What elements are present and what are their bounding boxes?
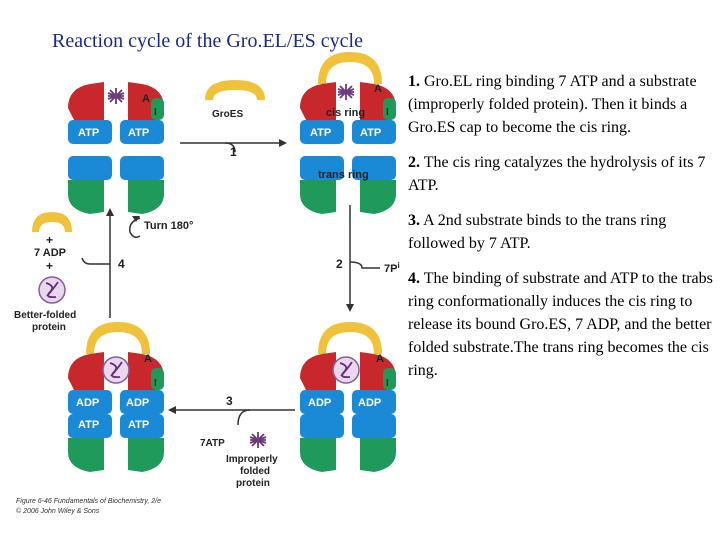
caption-line: Figure 6-46 Fundamentals of Biochemistry… bbox=[16, 498, 161, 505]
plus-sign: + bbox=[46, 233, 53, 247]
folded-protein-icon bbox=[332, 356, 360, 384]
domain-a-label: A bbox=[376, 353, 384, 365]
domain-a-label: A bbox=[142, 93, 150, 105]
released-products: + 7 ADP + Better-folded protein bbox=[14, 212, 76, 333]
step-item-4: 4. The binding of substrate and ATP to t… bbox=[408, 267, 713, 382]
domain-a-label: A bbox=[374, 83, 382, 95]
figure-caption: Figure 6-46 Fundamentals of Biochemistry… bbox=[16, 497, 161, 517]
groel-topleft: A I ATP ATP bbox=[68, 82, 164, 214]
step-number-1: 1 bbox=[230, 145, 237, 159]
improper-label: Improperly bbox=[226, 454, 278, 465]
step-number: 4. bbox=[408, 270, 420, 287]
step-item-3: 3. A 2nd substrate binds to the trans ri… bbox=[408, 209, 713, 255]
domain-i-label: I bbox=[386, 107, 389, 118]
step-text: The cis ring catalyzes the hydrolysis of… bbox=[408, 154, 706, 194]
better-folded-label: Better-folded bbox=[14, 310, 76, 321]
atp-label: ATP bbox=[128, 127, 149, 139]
step-number: 3. bbox=[408, 212, 420, 229]
step-text: A 2nd substrate binds to the trans ring … bbox=[408, 212, 667, 252]
domain-i-label: I bbox=[154, 107, 157, 118]
improper-label: folded bbox=[240, 466, 270, 477]
adp-label: ADP bbox=[76, 397, 99, 409]
improperly-folded-protein-icon bbox=[249, 431, 267, 449]
step-number-2: 2 bbox=[336, 257, 343, 271]
adp-label: ADP bbox=[308, 397, 331, 409]
groes-label: GroES bbox=[212, 109, 243, 120]
domain-i-label: I bbox=[386, 378, 389, 389]
seven-pi-label: 7Pi bbox=[384, 261, 400, 275]
adp-label: ADP bbox=[126, 397, 149, 409]
groel-bottomright: A I ADP ADP bbox=[300, 322, 396, 472]
groel-cycle-diagram: A I ATP ATP GroES 1 A I cis ring ATP ATP… bbox=[14, 52, 400, 489]
atp-label: ATP bbox=[310, 127, 331, 139]
groel-bottomleft: A I ADP ADP ATP ATP bbox=[68, 322, 164, 472]
atp-label: ATP bbox=[360, 127, 381, 139]
better-folded-protein-icon bbox=[38, 276, 66, 304]
domain-i-label: I bbox=[154, 378, 157, 389]
domain-a-label: A bbox=[144, 353, 152, 365]
arrow-step-2: 2 7Pi bbox=[336, 205, 400, 312]
step-item-1: 1. Gro.EL ring binding 7 ATP and a subst… bbox=[408, 70, 713, 139]
step-number: 1. bbox=[408, 73, 420, 90]
adp-label: ADP bbox=[358, 397, 381, 409]
groes-free: GroES bbox=[205, 80, 265, 120]
atp-label: ATP bbox=[78, 127, 99, 139]
seven-adp-label: 7 ADP bbox=[34, 247, 66, 259]
step-number-3: 3 bbox=[226, 394, 233, 408]
seven-atp-label: 7ATP bbox=[200, 438, 225, 449]
groel-cis-complex: A I cis ring ATP ATP trans ring bbox=[300, 52, 396, 214]
step-number-4: 4 bbox=[118, 257, 125, 271]
caption-line: © 2006 John Wiley & Sons bbox=[16, 508, 100, 515]
cis-ring-label: cis ring bbox=[326, 107, 365, 119]
improper-label: protein bbox=[236, 478, 270, 489]
atp-label: ATP bbox=[78, 419, 99, 431]
page-title: Reaction cycle of the Gro.EL/ES cycle bbox=[52, 30, 363, 52]
arrow-step-1: 1 bbox=[180, 139, 287, 159]
turn-label: Turn 180° bbox=[144, 220, 193, 232]
plus-sign: + bbox=[46, 259, 53, 273]
arrow-step-4: 4 Turn 180° bbox=[81, 208, 193, 318]
step-item-2: 2. The cis ring catalyzes the hydrolysis… bbox=[408, 151, 713, 197]
step-text: The binding of substrate and ATP to the … bbox=[408, 270, 713, 379]
step-list: 1. Gro.EL ring binding 7 ATP and a subst… bbox=[408, 70, 713, 394]
trans-ring-label: trans ring bbox=[318, 169, 369, 181]
better-folded-label: protein bbox=[32, 322, 66, 333]
folded-protein-icon bbox=[102, 356, 130, 384]
step-text: Gro.EL ring binding 7 ATP and a substrat… bbox=[408, 73, 697, 136]
arrow-step-3: 3 7ATP Improperly folded protein bbox=[168, 394, 295, 489]
atp-label: ATP bbox=[128, 419, 149, 431]
step-number: 2. bbox=[408, 154, 420, 171]
